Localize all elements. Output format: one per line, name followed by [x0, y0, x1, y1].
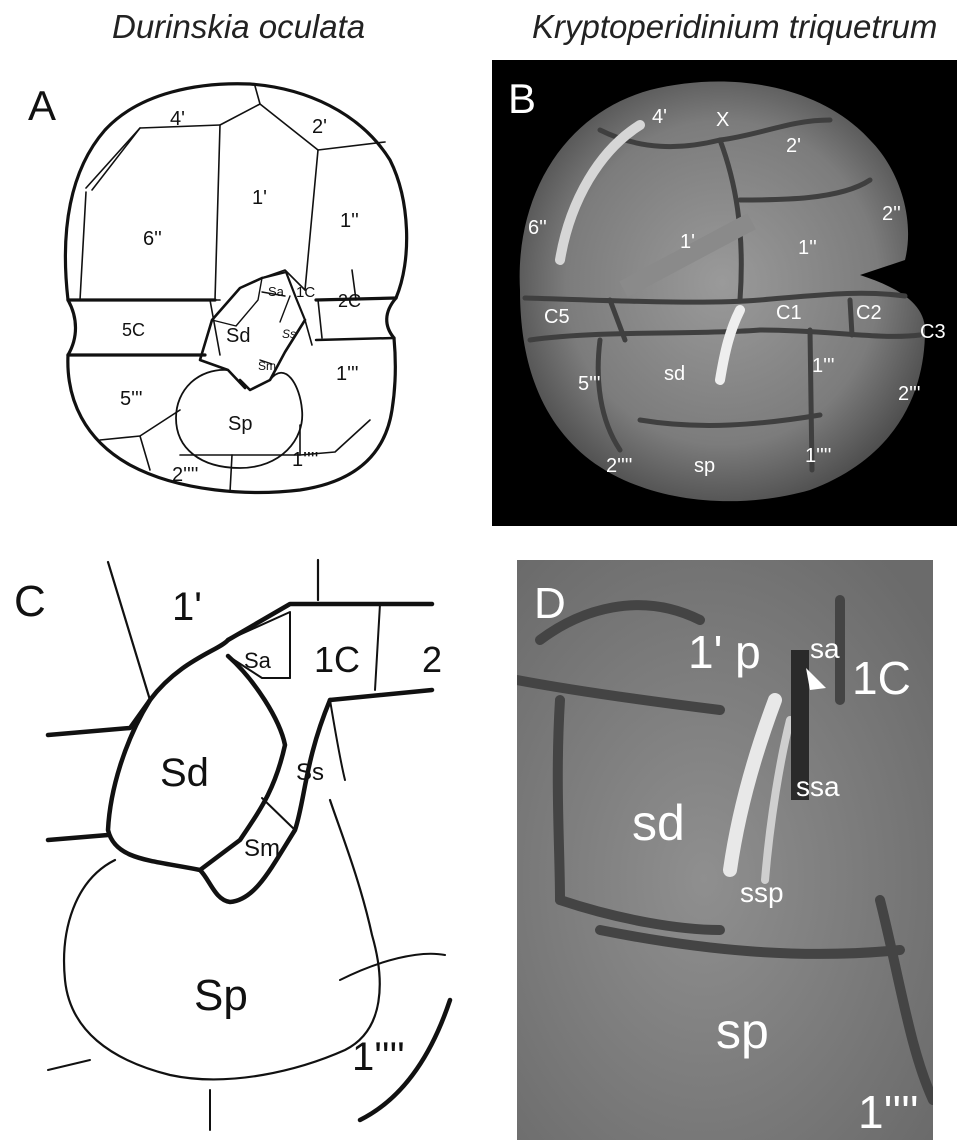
plate-label-sp-c: Sp: [194, 971, 248, 1020]
panel-c-drawing: C 1' Sa 1C 2 Sd Ss Sm Sp 1'''': [0, 550, 470, 1140]
plate-label-1ppp-b: 1''': [812, 355, 835, 377]
plate-label-2ppp-b: 2''': [898, 383, 921, 405]
plate-label-c3-b: C3: [920, 321, 946, 343]
plate-label-1pppp-c: 1'''': [352, 1035, 405, 1079]
plate-label-c1-b: C1: [776, 302, 802, 324]
plate-label-sp-b: sp: [694, 455, 715, 477]
plate-label-5ppp-b: 5''': [578, 373, 601, 395]
plate-label-1pppp-d: 1'''': [858, 1086, 919, 1138]
plate-label-5c: 5C: [122, 320, 145, 340]
plate-label-sa-d: sa: [810, 633, 840, 664]
plate-label-sp: Sp: [228, 413, 252, 435]
plate-label-c5-b: C5: [544, 306, 570, 328]
plate-label-ss: Ss: [282, 327, 296, 341]
plate-label-1pp-b: 1'': [798, 237, 817, 259]
plate-label-1pppp: 1'''': [292, 449, 318, 471]
plate-label-sa: Sa: [268, 284, 285, 299]
plate-label-ss-c: Ss: [296, 759, 324, 786]
plate-label-1pppp-b: 1'''': [805, 445, 831, 467]
plate-label-sp-d: sp: [716, 1003, 769, 1059]
plate-label-2pppp: 2'''': [172, 464, 198, 486]
plate-label-1p-p-d: 1' p: [688, 626, 761, 678]
plate-label-sa-c: Sa: [244, 648, 272, 673]
plate-label-sd-d: sd: [632, 795, 685, 851]
plate-label-2p-b: 2': [786, 135, 801, 157]
panel-c-letter: C: [14, 577, 46, 626]
plate-label-1p: 1': [252, 187, 267, 209]
panel-a-letter: A: [28, 82, 56, 129]
plate-label-6pp: 6'': [143, 228, 162, 250]
plate-label-1c: 1C: [296, 284, 315, 301]
panel-b: B 4' X 2' 2'' 6'' 1' 1'' C5 C1 C2 C3 5''…: [492, 60, 957, 526]
panel-a-drawing: A 4' 2' 1' 6'' 1'' Sa 1C 2C 5C Sd Ss Sm …: [0, 60, 470, 520]
plate-label-2c: 2C: [338, 291, 361, 311]
plate-label-4p-b: 4': [652, 106, 667, 128]
plate-label-5ppp: 5''': [120, 388, 143, 410]
title-kryptoperidinium: Kryptoperidinium triquetrum: [532, 8, 937, 46]
plate-label-1ppp: 1''': [336, 363, 359, 385]
plate-label-2pp-b: 2'': [882, 203, 901, 225]
panel-b-micrograph: B 4' X 2' 2'' 6'' 1' 1'' C5 C1 C2 C3 5''…: [492, 60, 957, 526]
plate-label-1c-d: 1C: [852, 652, 911, 704]
plate-label-1pp: 1'': [340, 210, 359, 232]
plate-label-4p: 4': [170, 108, 185, 130]
plate-label-1p-b: 1': [680, 231, 695, 253]
panel-c: C 1' Sa 1C 2 Sd Ss Sm Sp 1'''': [0, 550, 470, 1140]
plate-label-2p: 2': [312, 116, 327, 138]
plate-label-1c-c: 1C: [314, 639, 360, 680]
plate-label-ssa-d: ssa: [796, 771, 840, 802]
title-durinskia: Durinskia oculata: [112, 8, 365, 46]
plate-label-x-b: X: [716, 109, 729, 131]
plate-label-sm: Sm: [258, 359, 276, 373]
plate-label-sm-c: Sm: [244, 835, 280, 862]
plate-label-c2-b: C2: [856, 302, 882, 324]
panel-d-micrograph: D 1' p sa 1C ssa sd ssp sp 1'''': [517, 560, 933, 1140]
panel-b-letter: B: [508, 75, 536, 122]
plate-label-2pppp-b: 2'''': [606, 455, 632, 477]
plate-label-1p-c: 1': [172, 585, 202, 629]
panel-d-letter: D: [534, 579, 566, 628]
panel-d: D 1' p sa 1C ssa sd ssp sp 1'''': [517, 560, 933, 1140]
plate-label-sd-c: Sd: [160, 751, 209, 795]
plate-label-sd-b: sd: [664, 363, 685, 385]
plate-label-2-partial-c: 2: [422, 639, 442, 680]
plate-label-6pp-b: 6'': [528, 217, 547, 239]
panel-a: A 4' 2' 1' 6'' 1'' Sa 1C 2C 5C Sd Ss Sm …: [0, 60, 470, 520]
plate-label-ssp-d: ssp: [740, 877, 784, 908]
plate-label-sd: Sd: [226, 325, 250, 347]
